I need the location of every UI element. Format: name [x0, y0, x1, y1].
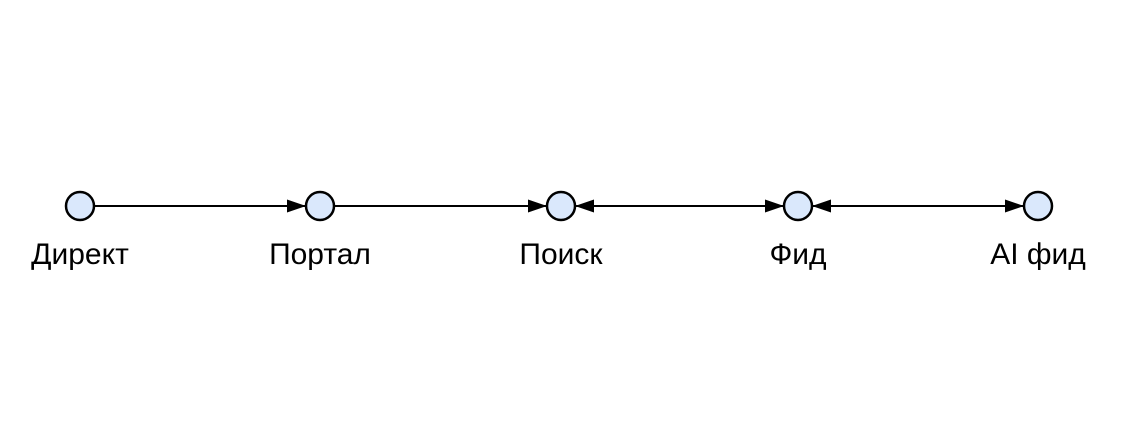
node-ai-fid: AI фид [990, 190, 1086, 271]
node-circle [304, 190, 336, 222]
node-direkt: Директ [31, 190, 129, 271]
node-circle [1022, 190, 1054, 222]
node-circle [782, 190, 814, 222]
node-circle [545, 190, 577, 222]
node-fid: Фид [769, 190, 827, 271]
node-label: Портал [269, 238, 371, 271]
node-label: Директ [31, 238, 129, 271]
arrowhead-right-icon [1005, 199, 1024, 213]
arrowhead-right-icon [528, 199, 547, 213]
edge-portal-poisk [334, 199, 547, 213]
edge-poisk-fid [575, 199, 784, 213]
edge-direkt-portal [94, 199, 306, 213]
arrowhead-right-icon [765, 199, 784, 213]
node-portal: Портал [269, 190, 371, 271]
arrowhead-right-icon [287, 199, 306, 213]
node-label: Фид [769, 238, 826, 271]
node-circle [64, 190, 96, 222]
node-label: AI фид [990, 238, 1086, 271]
node-label: Поиск [519, 238, 603, 271]
arrowhead-left-icon [812, 199, 831, 213]
node-poisk: Поиск [519, 190, 603, 271]
arrowhead-left-icon [575, 199, 594, 213]
edge-fid-ai-fid [812, 199, 1024, 213]
